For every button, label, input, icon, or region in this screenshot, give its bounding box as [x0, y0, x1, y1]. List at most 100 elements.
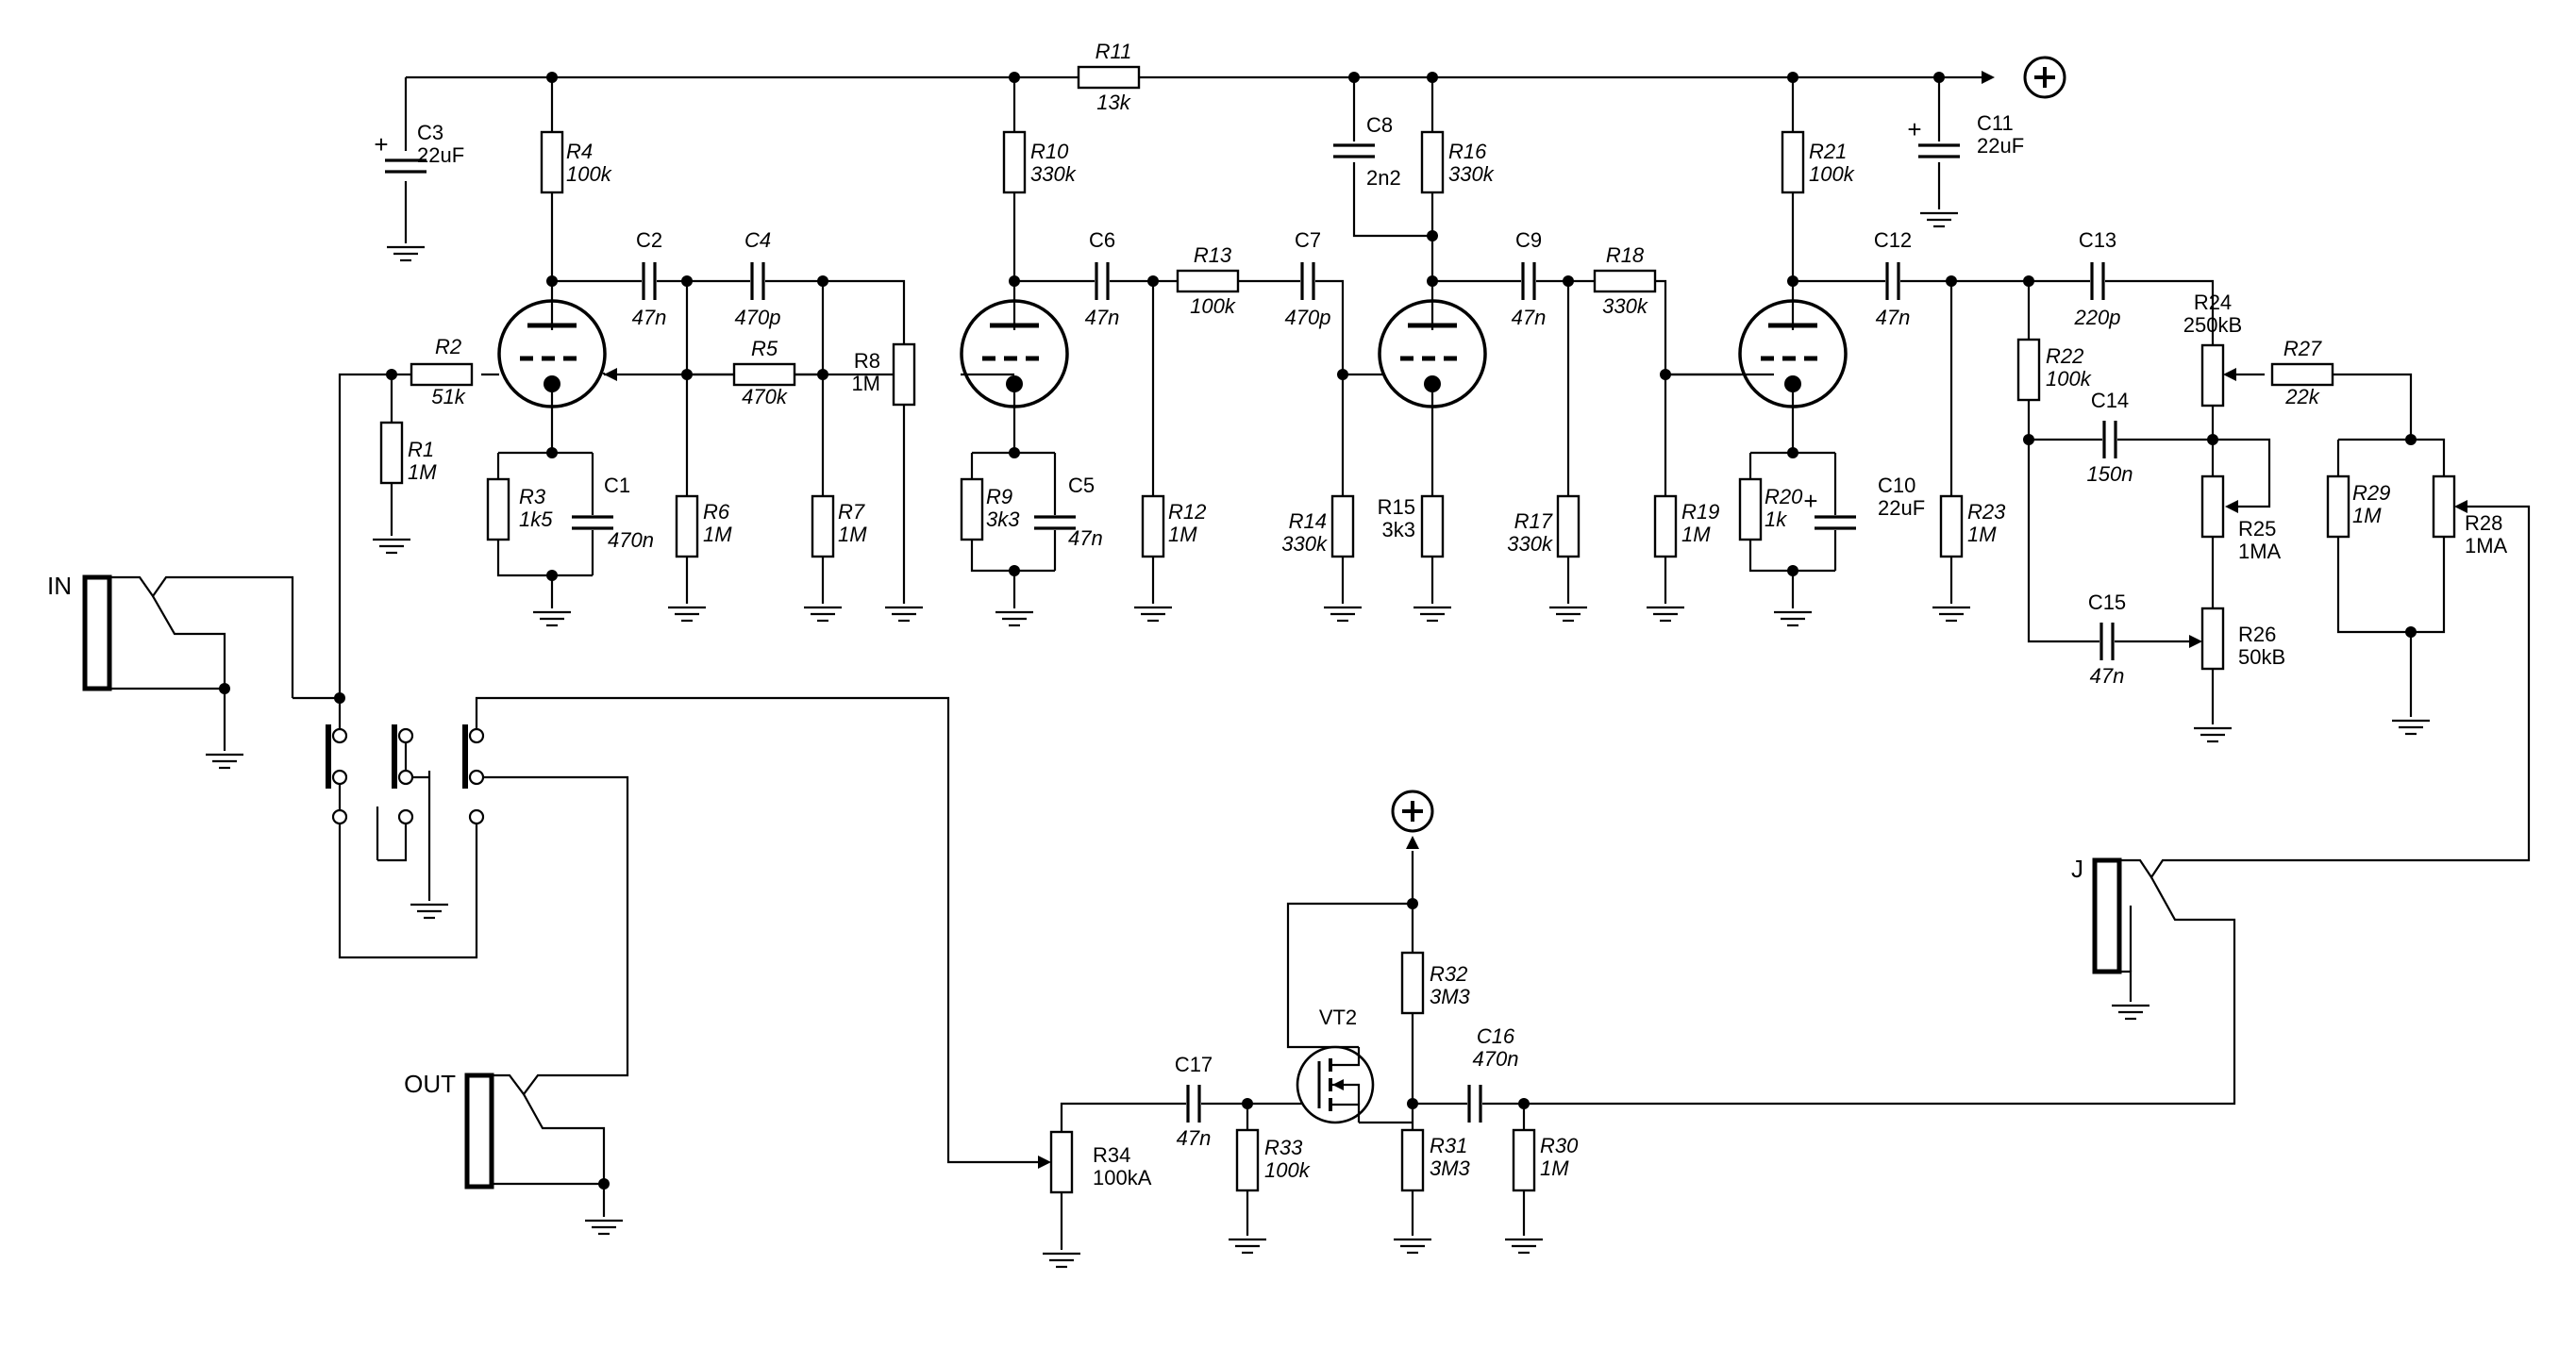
junction-dot [1787, 447, 1798, 458]
jack-label-j: J [2071, 855, 2083, 883]
ground-symbol [2392, 719, 2430, 736]
ground-symbol [1413, 606, 1451, 623]
label-r20-name: R20 [1765, 485, 1803, 508]
junction-dot [1787, 275, 1798, 287]
label-r7-value: 1M [838, 523, 867, 546]
vacuum-tube-t1 [497, 299, 607, 408]
resistor-r26 [2200, 607, 2225, 671]
junction-dot [1348, 72, 1360, 83]
label-r30-name: R30 [1540, 1134, 1579, 1157]
label-r27-name: R27 [2283, 337, 2322, 360]
label-r5-name: R5 [751, 337, 778, 360]
junction-dot [546, 72, 558, 83]
resistor-r15 [1420, 494, 1445, 558]
capacitor-c14 [2102, 417, 2117, 462]
wire [483, 775, 629, 1077]
label-r12-name: R12 [1168, 500, 1206, 524]
label-r23-name: R23 [1967, 500, 2006, 524]
capacitor-c12 [1885, 258, 1900, 304]
ground-symbol [1134, 606, 1172, 623]
arrow-head [2223, 368, 2236, 381]
label-c8-name: C8 [1366, 113, 1393, 137]
label-r33-name: R33 [1264, 1136, 1303, 1159]
components: +++ [82, 56, 2467, 1269]
label-r4-name: R4 [566, 140, 593, 163]
junction-dot [1009, 275, 1020, 287]
label-r23-value: 1M [1967, 523, 1997, 546]
resistor-r10 [1002, 130, 1027, 194]
resistor-r21 [1781, 130, 1805, 194]
label-c15-name: C15 [2088, 591, 2126, 614]
mosfet-vt2 [1296, 1045, 1375, 1124]
resistor-r31 [1400, 1128, 1425, 1192]
ground-symbol [585, 1219, 623, 1236]
switch-contact [397, 769, 414, 786]
label-c9-name: C9 [1515, 228, 1542, 252]
label-r11-name: R11 [1096, 40, 1132, 63]
label-c9-value: 47n [1512, 306, 1547, 329]
label-c2-name: C2 [636, 228, 662, 252]
wire [1748, 540, 1835, 573]
arrow-head [1038, 1156, 1051, 1169]
capacitor-c8 [1331, 143, 1377, 158]
junction-dot [1563, 275, 1574, 287]
label-r3-name: R3 [519, 485, 546, 508]
wire [2175, 505, 2531, 862]
resistor-r9 [960, 477, 984, 541]
label-c17-name: C17 [1175, 1053, 1213, 1076]
junction-dot [1518, 1098, 1530, 1109]
wire [1286, 902, 1413, 1049]
resistor-r34 [1049, 1130, 1074, 1194]
resistor-r14 [1330, 494, 1355, 558]
label-r21-name: R21 [1809, 140, 1847, 163]
capacitor-c7 [1300, 258, 1315, 304]
junction-dot [1427, 230, 1438, 241]
capacitor-c1 [570, 515, 615, 530]
resistor-r27 [2270, 362, 2334, 387]
resistor-r16 [1420, 130, 1445, 194]
label-c2-value: 47n [632, 306, 667, 329]
label-c14-name: C14 [2091, 389, 2129, 412]
label-c16-value: 470n [1473, 1047, 1519, 1071]
resistor-r5 [732, 362, 796, 387]
junction-dot [1242, 1098, 1253, 1109]
resistor-r6 [675, 494, 699, 558]
resistor-r2 [410, 362, 474, 387]
resistor-r29 [2326, 474, 2350, 539]
label-r22-value: 100k [2046, 367, 2092, 391]
junction-dot [546, 447, 558, 458]
label-r25-name: R25 [2238, 517, 2276, 541]
polarity-mark: + [1803, 487, 1817, 515]
jack-label-in: IN [47, 572, 72, 600]
label-r24-name: R24 [2194, 291, 2232, 314]
resistor-r18 [1593, 269, 1657, 293]
junction-dot [1933, 72, 1945, 83]
junction-dot [1407, 898, 1418, 909]
ground-symbol [1324, 606, 1362, 623]
label-r12-value: 1M [1168, 523, 1197, 546]
label-c7-value: 470p [1285, 306, 1331, 329]
junction-dot [1660, 369, 1671, 380]
jack-label-out: OUT [404, 1070, 456, 1098]
junction-dot [1009, 72, 1020, 83]
capacitor-c9 [1521, 258, 1536, 304]
label-r27-value: 22k [2284, 385, 2319, 408]
switch-contact [468, 769, 485, 786]
ground-symbol [1647, 606, 1684, 623]
junction-dot [386, 369, 397, 380]
label-r2-value: 51k [431, 385, 465, 408]
vacuum-tube-t2 [960, 299, 1069, 408]
label-c3-value: 22uF [417, 143, 464, 167]
label-c1-value: 470n [608, 528, 654, 552]
ground-symbol [2194, 726, 2232, 743]
plus-terminal-top [2023, 56, 2066, 99]
ground-symbol [804, 606, 842, 623]
resistor-r11 [1077, 65, 1141, 90]
junction-dot [1009, 565, 1020, 576]
label-r29-value: 1M [2352, 504, 2382, 527]
ground-symbol [1043, 1252, 1080, 1269]
label-c10-name: C10 [1878, 474, 1915, 497]
label-r33-value: 100k [1264, 1158, 1311, 1182]
resistor-r3 [486, 477, 510, 541]
label-r2-name: R2 [435, 335, 461, 358]
